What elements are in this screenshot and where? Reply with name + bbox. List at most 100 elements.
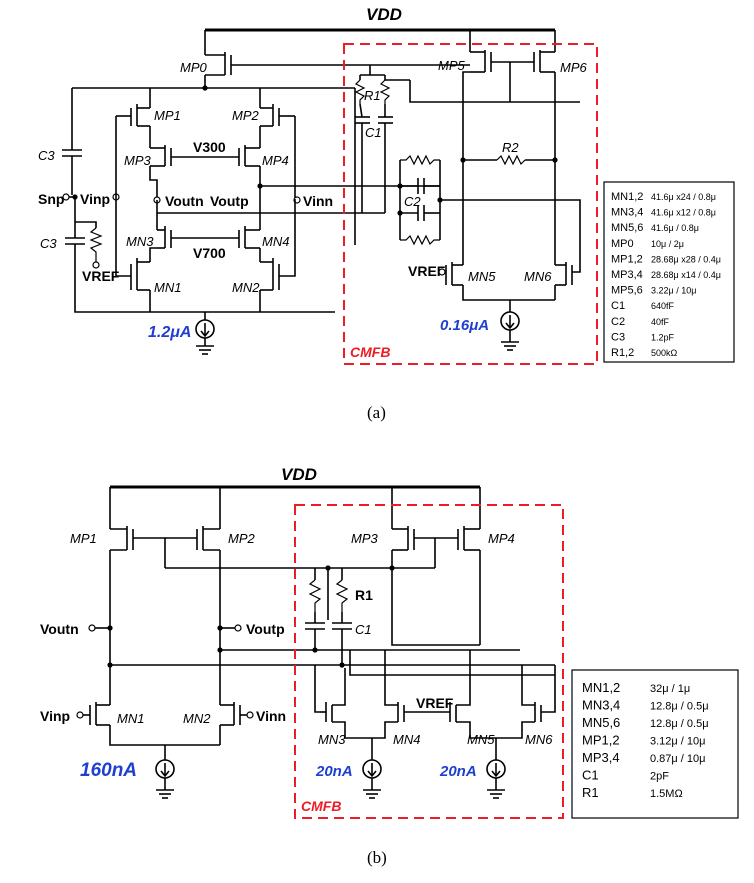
b-mp2-label: MP2: [228, 531, 256, 546]
table-row-device: MN1,2: [582, 680, 620, 695]
a-c3-top-label: C3: [38, 148, 55, 163]
a-mn6-label: MN6: [524, 269, 552, 284]
table-row-size: 32μ / 1μ: [650, 683, 690, 695]
a-mn4-label: MN4: [262, 234, 289, 249]
b-r1-label: R1: [355, 587, 373, 603]
a-mn3-label: MN3: [126, 234, 154, 249]
a-mp0-transistor: [204, 52, 470, 88]
b-mn2-label: MN2: [183, 711, 211, 726]
a-mp2-label: MP2: [232, 108, 260, 123]
table-row-device: C3: [611, 331, 625, 343]
a-mn6-transistor: [554, 262, 581, 300]
a-c2-label: C2: [404, 194, 421, 209]
b-cmfb-label: CMFB: [301, 798, 341, 814]
table-row-device: C2: [611, 316, 625, 328]
a-r2-label: R2: [502, 140, 519, 155]
b-sizing-table: [571, 669, 739, 819]
b-vinp-label: Vinp: [40, 708, 70, 724]
a-mn4-transistor: [238, 226, 261, 262]
table-row-device: R1,2: [611, 347, 634, 359]
table-row-size: 41.6μ x24 / 0.8μ: [651, 192, 716, 202]
panel-a: VDD MP0 C3 Snp Vinp: [38, 5, 735, 422]
a-mp0-label: MP0: [180, 60, 208, 75]
b-mn5-transistor: [449, 650, 496, 739]
a-mn3-transistor: [149, 226, 172, 262]
b-mn3-label: MN3: [318, 732, 346, 747]
b-current-cmfb1-label: 20nA: [315, 763, 353, 780]
table-row-device: MP3,4: [582, 750, 620, 765]
a-mp2-transistor: [259, 104, 296, 199]
table-row-device: R1: [582, 785, 599, 800]
table-row-device: MP3,4: [611, 269, 643, 281]
table-row-size: 28.68μ x14 / 0.4μ: [651, 270, 721, 280]
a-mn5-label: MN5: [468, 269, 496, 284]
b-mn4-transistor: [372, 650, 450, 739]
a-mp6-label: MP6: [560, 60, 588, 75]
b-mn6-label: MN6: [525, 732, 553, 747]
a-v300-label: V300: [193, 139, 226, 155]
table-row-device: MN3,4: [582, 698, 620, 713]
table-row-device: MP5,6: [611, 285, 643, 297]
a-vinp-label: Vinp: [80, 191, 110, 207]
a-r1-label: R1: [364, 88, 381, 103]
a-mn5-transistor: [440, 262, 555, 301]
b-vdd-label: VDD: [281, 465, 317, 484]
b-voutn-label: Voutn: [40, 621, 79, 637]
table-row-size: 41.6μ x12 / 0.8μ: [651, 208, 716, 218]
table-row-size: 500kΩ: [651, 348, 678, 358]
a-mp5-label: MP5: [438, 58, 466, 73]
a-v700-label: V700: [193, 245, 226, 261]
table-row-device: MP1,2: [582, 733, 620, 748]
b-c1-label: C1: [355, 622, 372, 637]
a-mp5-transistor: [462, 50, 492, 265]
a-mn1-transistor: [115, 197, 151, 312]
b-mn3-transistor: [314, 665, 372, 739]
a-c1-label: C1: [365, 125, 382, 140]
a-voutp-label: Voutp: [210, 193, 249, 209]
b-mp3-transistor: [391, 526, 436, 568]
table-row-size: 40fF: [651, 317, 670, 327]
b-mn1-transistor: [83, 702, 220, 746]
b-current-main-label: 160nA: [80, 760, 137, 781]
b-vref-label: VREF: [416, 695, 454, 711]
table-row-device: MN5,6: [611, 222, 643, 234]
table-row-device: MP0: [611, 238, 634, 250]
a-mp3-transistor: [149, 145, 172, 200]
panel-b: VDD MP1 MP2 Voutn: [40, 465, 739, 867]
a-cmfb-box: [343, 43, 598, 365]
a-mn1-label: MN1: [154, 280, 181, 295]
b-current-cmfb2-label: 20nA: [439, 763, 477, 780]
table-row-size: 28.68μ x28 / 0.4μ: [651, 254, 721, 264]
table-row-size: 0.87μ / 10μ: [650, 753, 706, 765]
a-sizing-table: [603, 181, 735, 363]
a-vdd-label: VDD: [366, 5, 402, 24]
table-row-size: 12.8μ / 0.5μ: [650, 718, 709, 730]
b-mp3-label: MP3: [351, 531, 379, 546]
table-row-size: 2pF: [650, 771, 669, 783]
table-row-size: 12.8μ / 0.5μ: [650, 701, 709, 713]
b-mp2-transistor: [165, 526, 221, 628]
a-vref2-label: VREF: [408, 263, 446, 279]
table-row-size: 10μ / 2μ: [651, 239, 684, 249]
a-c3-bot-label: C3: [40, 236, 57, 251]
a-mp4-transistor: [238, 145, 261, 200]
table-row-device: C1: [611, 300, 625, 312]
table-row-size: 41.6μ / 0.8μ: [651, 223, 699, 233]
b-mn5-label: MN5: [467, 732, 495, 747]
a-mp1-transistor: [115, 104, 151, 197]
b-mn2-transistor: [219, 702, 247, 745]
table-row-device: C1: [582, 768, 599, 783]
a-current-cmfb-label: 0.16μA: [440, 317, 489, 334]
a-vinn-label: Vinn: [303, 193, 333, 209]
a-mp3-label: MP3: [124, 153, 152, 168]
table-row-size: 3.22μ / 10μ: [651, 286, 696, 296]
table-row-size: 1.5MΩ: [650, 788, 683, 800]
b-vinn-label: Vinn: [256, 708, 286, 724]
b-mp4-transistor: [435, 526, 481, 645]
table-row-device: MN1,2: [611, 191, 643, 203]
b-mp1-label: MP1: [70, 531, 97, 546]
a-caption: (a): [367, 403, 386, 422]
